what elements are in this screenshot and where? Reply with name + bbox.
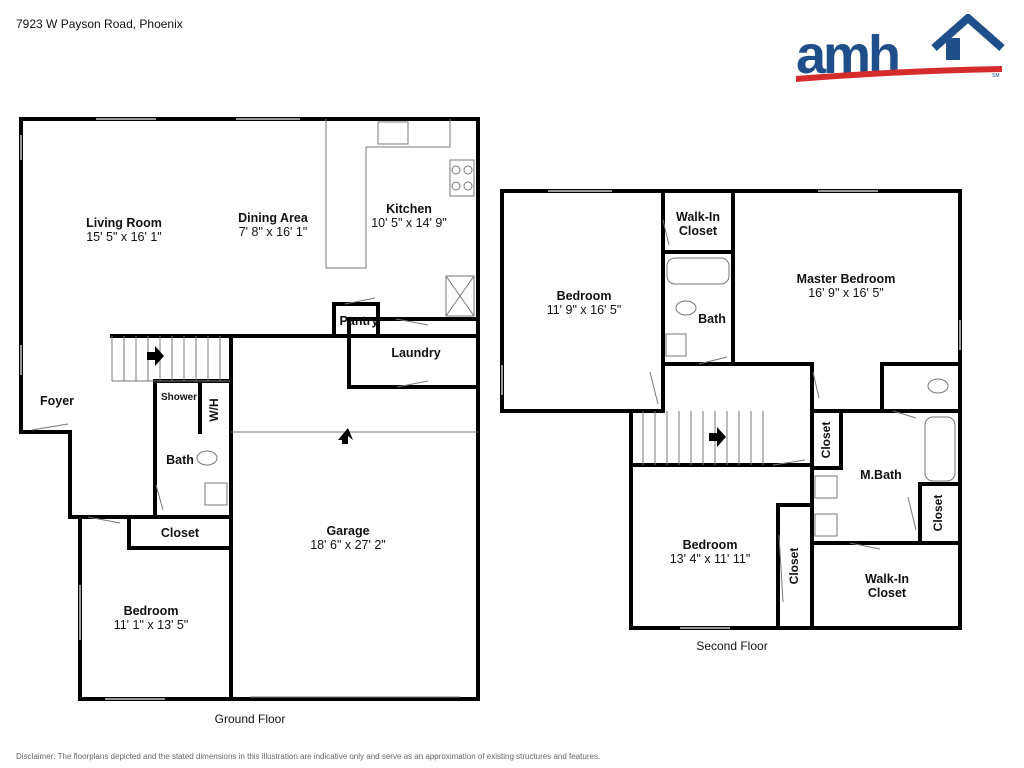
room-dining-area: Dining Area 7' 8" x 16' 1"	[224, 211, 322, 239]
room-pantry: Pantry	[336, 314, 382, 328]
room-ground-bedroom: Bedroom 11' 1" x 13' 5"	[104, 604, 198, 632]
room-name: Pantry	[339, 314, 379, 328]
room-name: Bath	[698, 312, 726, 326]
room-dimensions: 15' 5" x 16' 1"	[86, 230, 162, 244]
room-master-bath: M.Bath	[852, 468, 910, 482]
room-closet-a: Closet	[819, 421, 833, 459]
logo-house-icon: SM	[796, 14, 1005, 82]
room-name: Laundry	[391, 346, 441, 360]
room-walkin-closet-b: Walk-In Closet	[852, 572, 922, 600]
room-name-line2: Closet	[867, 586, 907, 600]
room-ground-bath: Bath	[160, 453, 200, 467]
room-name: Master Bedroom	[796, 272, 896, 286]
room-name-line2: Closet	[678, 224, 718, 238]
room-name: Living Room	[86, 216, 162, 230]
room-closet-b: Closet	[931, 494, 945, 532]
property-address: 7923 W Payson Road, Phoenix	[16, 17, 183, 31]
second-floor-caption: Second Floor	[696, 639, 768, 653]
room-dimensions: 10' 5" x 14' 9"	[371, 216, 447, 230]
room-name: Bedroom	[682, 538, 738, 552]
room-master-bedroom: Master Bedroom 16' 9" x 16' 5"	[786, 272, 906, 300]
room-dimensions: 11' 1" x 13' 5"	[113, 618, 189, 632]
ground-outer-wall	[19, 117, 480, 701]
room-name-line1: Walk-In	[676, 210, 720, 224]
room-garage: Garage 18' 6" x 27' 2"	[296, 524, 400, 552]
room-name: Foyer	[39, 394, 75, 408]
disclaimer-text: Disclaimer: The floorplans depicted and …	[16, 752, 601, 761]
room-laundry: Laundry	[380, 346, 452, 360]
room-dimensions: 11' 9" x 16' 5"	[546, 303, 622, 317]
ground-stairs	[111, 336, 230, 382]
trademark-mark: SM	[992, 73, 1000, 79]
room-name: Shower	[160, 392, 198, 403]
room-name: Dining Area	[238, 211, 308, 225]
room-dimensions: 18' 6" x 27' 2"	[310, 538, 386, 552]
room-name: M.Bath	[860, 468, 902, 482]
room-water-heater: W/H	[207, 398, 221, 422]
room-name-line1: Walk-In	[865, 572, 909, 586]
room-dimensions: 16' 9" x 16' 5"	[808, 286, 884, 300]
room-dimensions: 7' 8" x 16' 1"	[238, 225, 308, 239]
room-dimensions: 13' 4" x 11' 11"	[669, 552, 751, 566]
room-shower: Shower	[158, 391, 200, 405]
room-name: Bedroom	[123, 604, 179, 618]
room-closet-c: Closet	[787, 547, 801, 585]
room-kitchen: Kitchen 10' 5" x 14' 9"	[364, 202, 454, 230]
room-name: Closet	[160, 526, 200, 540]
room-living-room: Living Room 15' 5" x 16' 1"	[70, 216, 178, 244]
room-foyer: Foyer	[30, 394, 84, 408]
room-second-bath: Bath	[692, 312, 732, 326]
second-stairs	[642, 411, 764, 465]
room-name: Bedroom	[556, 289, 612, 303]
ground-floor-caption: Ground Floor	[214, 712, 286, 726]
room-second-bedroom-a: Bedroom 11' 9" x 16' 5"	[530, 289, 638, 317]
stair-arrow-icons	[147, 346, 726, 447]
room-second-bedroom-b: Bedroom 13' 4" x 11' 11"	[660, 538, 760, 566]
room-ground-closet: Closet	[150, 526, 210, 540]
room-name: Kitchen	[386, 202, 432, 216]
room-name: Bath	[166, 453, 194, 467]
room-name: Garage	[326, 524, 370, 538]
room-walkin-closet-a: Walk-In Closet	[666, 210, 730, 238]
amh-logo: amh SM	[796, 14, 1006, 86]
